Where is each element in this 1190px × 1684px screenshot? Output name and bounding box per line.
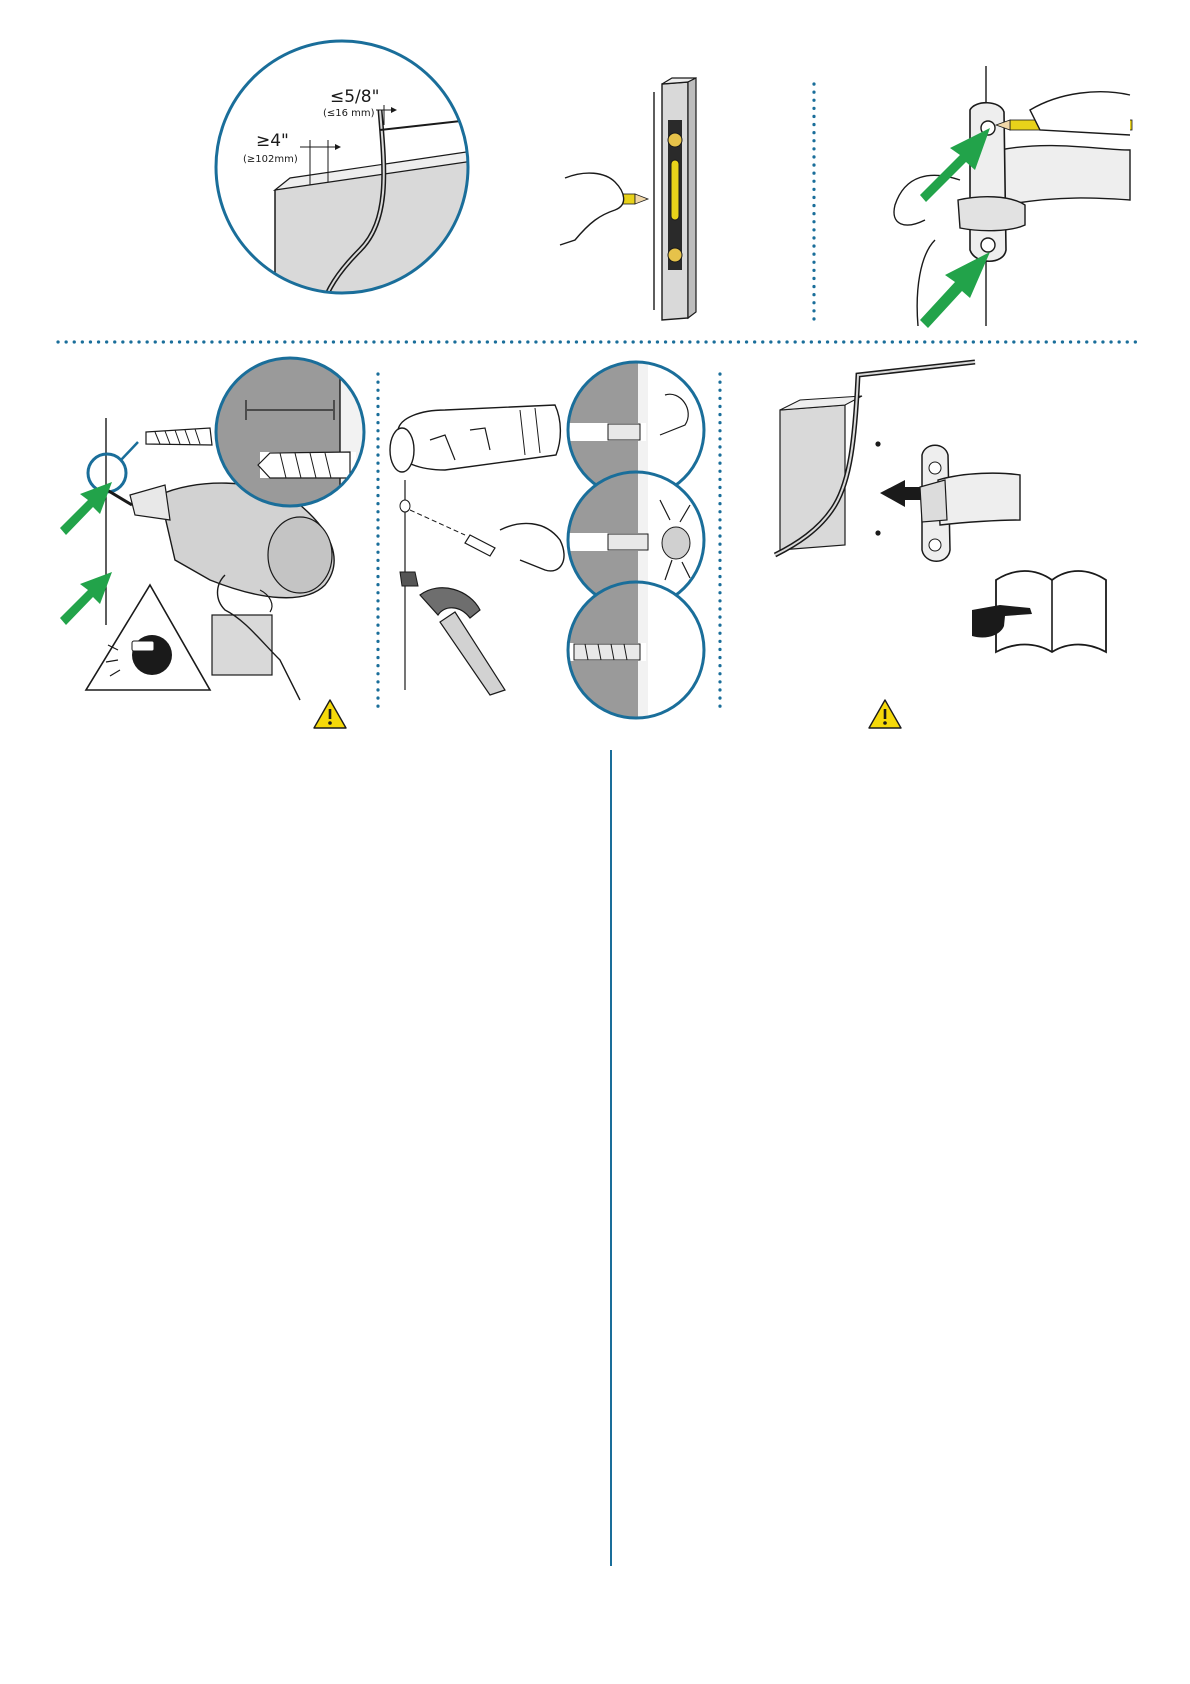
drill-icon (60, 355, 370, 700)
safety-goggles-icon (86, 585, 210, 690)
distance-min-mm-label: (≥102mm) (243, 154, 298, 165)
warning-icon (314, 700, 346, 728)
green-arrow-icon (60, 482, 112, 625)
clearance-magnifier-icon: ≤5/8" (≤16 mm) ≥4" (≥102mm) (216, 41, 480, 320)
mount-bracket-icon (775, 362, 1020, 561)
wall-anchor-icon (390, 360, 704, 720)
edge-max-mm-label: (≤16 mm) (323, 108, 375, 119)
distance-min-label: ≥4" (256, 131, 289, 151)
spirit-level-icon (560, 78, 696, 320)
edge-max-label: ≤5/8" (330, 87, 379, 107)
warning-icon (869, 700, 901, 728)
bracket-marking-icon (894, 66, 1132, 328)
manual-book-icon (972, 571, 1106, 652)
